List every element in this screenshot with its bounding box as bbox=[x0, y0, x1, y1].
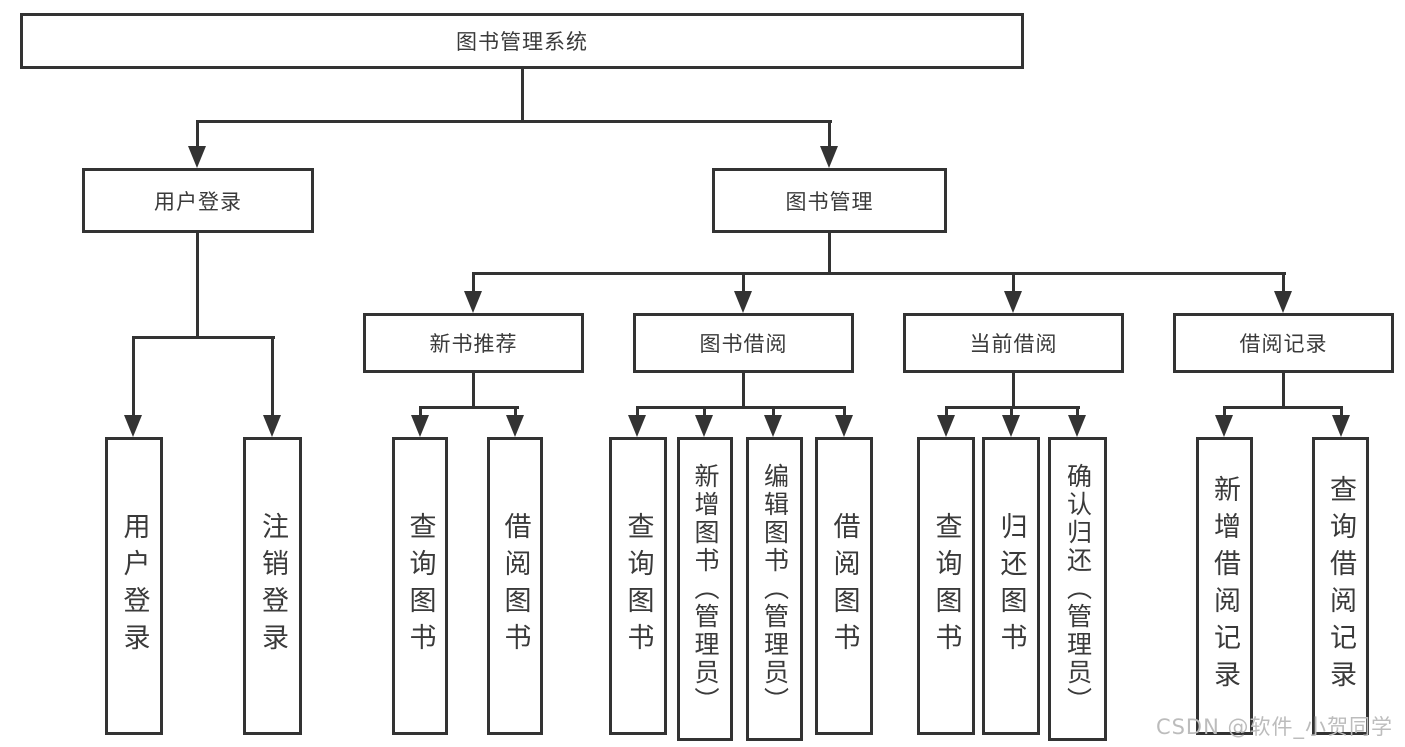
leaf-borrow-books-2-label: 借阅图书 bbox=[828, 512, 860, 660]
arrow-down-icon bbox=[835, 415, 853, 437]
connector bbox=[828, 122, 831, 148]
leaf-query-books-3: 查询图书 bbox=[917, 437, 975, 735]
node-borrow-records: 借阅记录 bbox=[1173, 313, 1394, 373]
connector bbox=[196, 122, 199, 148]
connector bbox=[636, 408, 639, 418]
connector bbox=[742, 373, 745, 406]
connector bbox=[472, 272, 1286, 275]
connector bbox=[271, 338, 274, 417]
arrow-down-icon bbox=[506, 415, 524, 437]
connector bbox=[419, 408, 422, 418]
connector bbox=[1223, 406, 1343, 409]
leaf-borrow-books-1: 借阅图书 bbox=[487, 437, 543, 735]
arrow-down-icon bbox=[820, 146, 838, 168]
leaf-edit-books-admin-label: 编辑图书（管理员） bbox=[760, 463, 790, 715]
leaf-query-borrow-record: 查询借阅记录 bbox=[1312, 437, 1369, 735]
node-book-management: 图书管理 bbox=[712, 168, 947, 233]
root-node-label: 图书管理系统 bbox=[456, 30, 588, 54]
leaf-add-books-admin-label: 新增图书（管理员） bbox=[691, 463, 720, 715]
node-new-book-recommend-label: 新书推荐 bbox=[429, 332, 518, 356]
connector bbox=[1282, 274, 1285, 295]
leaf-query-books-2: 查询图书 bbox=[609, 437, 667, 735]
arrow-down-icon bbox=[764, 415, 782, 437]
leaf-confirm-return-admin-label: 确认归还（管理员） bbox=[1063, 463, 1093, 715]
connector bbox=[703, 408, 706, 418]
arrow-down-icon bbox=[695, 415, 713, 437]
arrow-down-icon bbox=[411, 415, 429, 437]
leaf-edit-books-admin: 编辑图书（管理员） bbox=[746, 437, 803, 741]
node-book-borrow-label: 图书借阅 bbox=[699, 332, 788, 356]
arrow-down-icon bbox=[937, 415, 955, 437]
arrow-down-icon bbox=[124, 415, 142, 437]
arrow-down-icon bbox=[1332, 415, 1350, 437]
arrow-down-icon bbox=[1215, 415, 1233, 437]
connector bbox=[945, 408, 948, 418]
connector bbox=[742, 274, 745, 295]
arrow-down-icon bbox=[263, 415, 281, 437]
connector bbox=[636, 406, 846, 409]
connector bbox=[1012, 274, 1015, 295]
node-book-management-label: 图书管理 bbox=[785, 189, 874, 214]
connector bbox=[1340, 408, 1343, 418]
node-current-borrow-label: 当前借阅 bbox=[969, 332, 1058, 356]
leaf-logout: 注销登录 bbox=[243, 437, 302, 735]
arrow-down-icon bbox=[734, 291, 752, 313]
leaf-borrow-books-2: 借阅图书 bbox=[815, 437, 873, 735]
node-book-borrow: 图书借阅 bbox=[633, 313, 854, 373]
node-current-borrow: 当前借阅 bbox=[903, 313, 1124, 373]
connector bbox=[1010, 408, 1013, 418]
leaf-borrow-books-1-label: 借阅图书 bbox=[499, 512, 531, 660]
connector bbox=[514, 408, 517, 418]
connector bbox=[772, 408, 775, 418]
node-borrow-records-label: 借阅记录 bbox=[1239, 332, 1328, 356]
connector bbox=[1076, 408, 1079, 418]
connector bbox=[132, 336, 275, 339]
leaf-query-books-1-label: 查询图书 bbox=[404, 512, 436, 660]
leaf-confirm-return-admin: 确认归还（管理员） bbox=[1048, 437, 1107, 741]
watermark-text: CSDN @软件_小贺同学 bbox=[1155, 715, 1393, 739]
arrow-down-icon bbox=[188, 146, 206, 168]
connector bbox=[1282, 373, 1285, 406]
node-new-book-recommend: 新书推荐 bbox=[363, 313, 584, 373]
root-node: 图书管理系统 bbox=[20, 13, 1024, 69]
connector bbox=[419, 406, 519, 409]
arrow-down-icon bbox=[1004, 291, 1022, 313]
connector bbox=[472, 373, 475, 406]
arrow-down-icon bbox=[628, 415, 646, 437]
leaf-query-borrow-record-label: 查询借阅记录 bbox=[1325, 475, 1356, 697]
connector bbox=[1223, 408, 1226, 418]
leaf-query-books-3-label: 查询图书 bbox=[930, 512, 962, 660]
leaf-query-books-2-label: 查询图书 bbox=[622, 512, 654, 660]
arrow-down-icon bbox=[1274, 291, 1292, 313]
connector bbox=[521, 67, 524, 120]
arrow-down-icon bbox=[1002, 415, 1020, 437]
connector bbox=[843, 408, 846, 418]
leaf-add-borrow-record: 新增借阅记录 bbox=[1196, 437, 1253, 735]
arrow-down-icon bbox=[464, 291, 482, 313]
leaf-return-books-label: 归还图书 bbox=[995, 512, 1027, 660]
connector bbox=[196, 233, 199, 336]
node-user-login-label: 用户登录 bbox=[154, 189, 242, 214]
leaf-query-books-1: 查询图书 bbox=[392, 437, 448, 735]
leaf-add-borrow-record-label: 新增借阅记录 bbox=[1209, 475, 1240, 697]
leaf-user-login: 用户登录 bbox=[105, 437, 163, 735]
connector bbox=[945, 406, 1080, 409]
connector bbox=[196, 120, 832, 123]
connector bbox=[828, 233, 831, 272]
leaf-return-books: 归还图书 bbox=[982, 437, 1040, 735]
node-user-login: 用户登录 bbox=[82, 168, 314, 233]
connector bbox=[132, 338, 135, 417]
leaf-logout-label: 注销登录 bbox=[257, 512, 288, 660]
connector bbox=[1012, 373, 1015, 406]
arrow-down-icon bbox=[1068, 415, 1086, 437]
leaf-add-books-admin: 新增图书（管理员） bbox=[677, 437, 733, 741]
leaf-user-login-label: 用户登录 bbox=[118, 512, 150, 660]
connector bbox=[472, 274, 475, 295]
